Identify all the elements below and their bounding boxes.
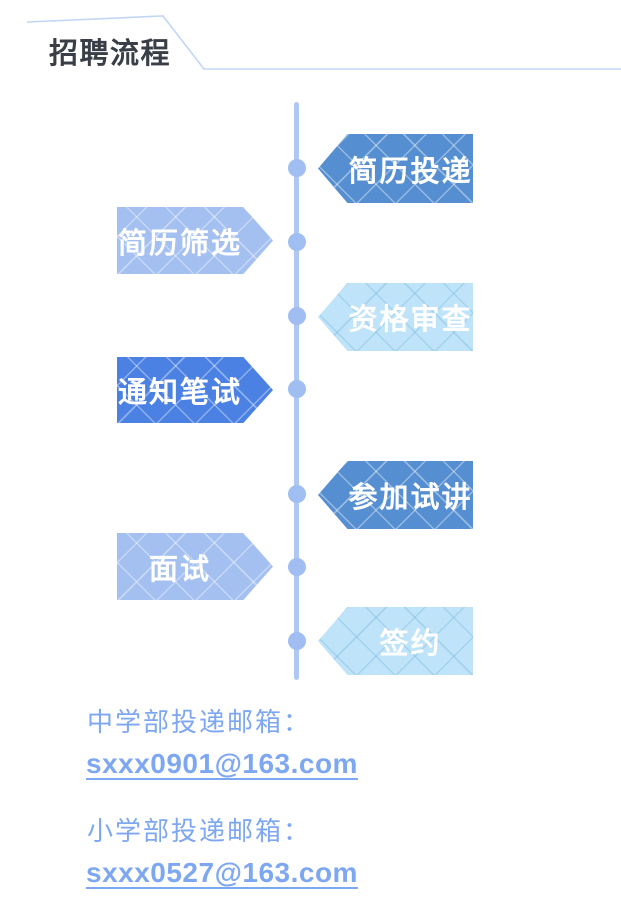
middle-school-email-label: 中学部投递邮箱： [87, 707, 312, 737]
step-banner-written-test-notice: 通知笔试 [117, 357, 273, 423]
step-label: 参加试讲 [348, 482, 473, 514]
step-banner-interview: 面试 [117, 533, 273, 600]
timeline-dot [288, 485, 306, 503]
timeline-dot [288, 632, 306, 650]
timeline-dot [288, 380, 306, 398]
timeline-dot [288, 558, 306, 576]
timeline-dot [288, 233, 306, 251]
step-banner-qualification-review: 资格审查 [318, 283, 473, 351]
primary-school-email-link[interactable]: sxxx0527@163.com [86, 857, 358, 888]
step-label: 简历投递 [348, 155, 473, 188]
step-label: 面试 [148, 553, 211, 586]
step-banner-resume-screening: 简历筛选 [117, 207, 273, 274]
step-label: 简历筛选 [117, 227, 242, 260]
timeline-dot [288, 307, 306, 325]
middle-school-email-link[interactable]: sxxx0901@163.com [86, 748, 358, 779]
step-label: 通知笔试 [117, 377, 242, 409]
step-label: 资格审查 [348, 304, 473, 336]
step-banner-signing: 签约 [318, 607, 473, 675]
step-banner-trial-lecture: 参加试讲 [318, 461, 473, 529]
step-banner-resume-submission: 简历投递 [318, 134, 473, 203]
step-label: 签约 [379, 628, 442, 660]
page-title: 招聘流程 [49, 38, 172, 70]
timeline-dot [288, 159, 306, 177]
primary-school-email-label: 小学部投递邮箱： [87, 816, 312, 846]
header-decorative-line [26, 15, 621, 70]
